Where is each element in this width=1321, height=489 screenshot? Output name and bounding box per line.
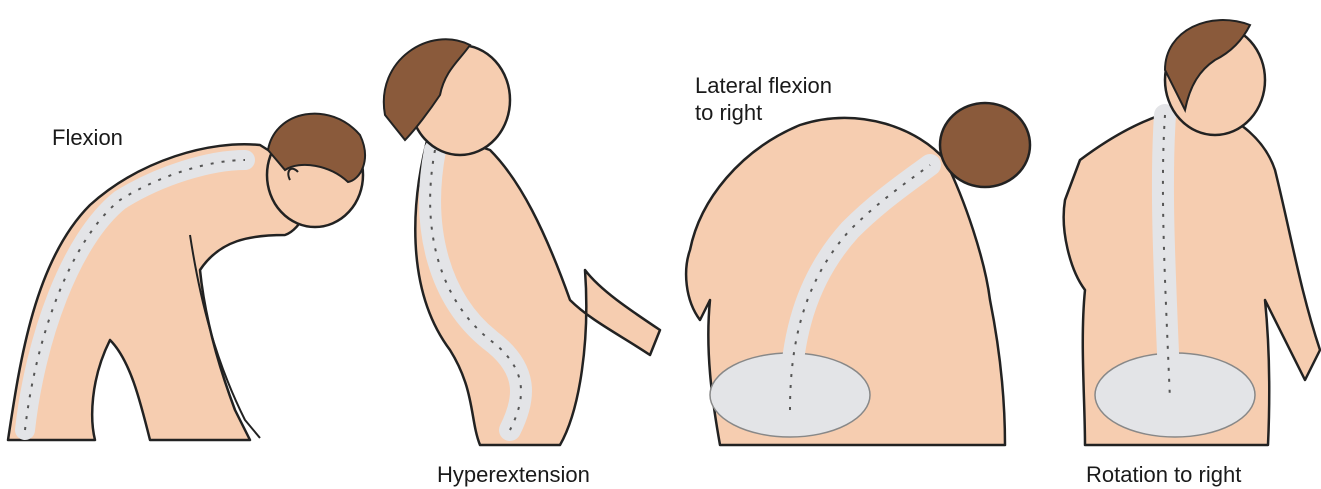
hyperextension-figure [384,39,660,445]
flexion-label: Flexion [52,124,123,151]
flexion-figure [8,114,365,440]
lateral-flexion-label: Lateral flexion to right [695,72,832,126]
lateral-flexion-head [940,103,1030,187]
lateral-flexion-figure [686,103,1030,445]
rotation-label: Rotation to right [1086,461,1241,488]
hyperextension-label: Hyperextension [437,461,590,488]
lateral-flexion-label-line1: Lateral flexion [695,72,832,99]
rotation-figure [1064,20,1320,445]
lateral-flexion-label-line2: to right [695,99,832,126]
